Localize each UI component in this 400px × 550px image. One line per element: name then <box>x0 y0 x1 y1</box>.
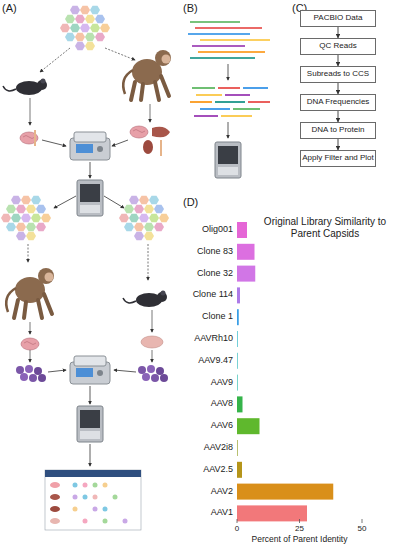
tick-label: 25 <box>290 524 310 533</box>
category-label: AAV2 <box>180 486 233 496</box>
category-label: AAVRh10 <box>180 333 233 343</box>
category-label: AAV2.5 <box>180 464 233 474</box>
process-box: PACBIO Data <box>300 10 376 27</box>
bar-rect <box>237 222 247 238</box>
category-label: Clone 1 <box>180 311 233 321</box>
bar-rect <box>237 418 260 434</box>
chart-title: Original Library Similarity to Parent Ca… <box>262 216 388 239</box>
flow-arrow <box>338 83 339 94</box>
flow-arrow <box>338 139 339 150</box>
panel-letter: (B) <box>183 2 207 15</box>
box-text: DNA to Protein <box>312 126 365 135</box>
category-label: AAV1 <box>180 507 233 517</box>
bar-rect <box>237 484 333 500</box>
panel-letter: (A) <box>2 2 26 15</box>
tick-label: 0 <box>227 524 247 533</box>
category-label: AAV9.47 <box>180 355 233 365</box>
axis-title: Percent of Parent Identity <box>227 535 372 545</box>
bar-rect <box>237 244 255 260</box>
axis-tick <box>237 519 238 523</box>
box-text: DNA Frequencies <box>307 98 370 107</box>
process-box: DNA to Protein <box>300 122 376 139</box>
box-text: Subreads to CCS <box>307 70 369 79</box>
category-label: Clone 83 <box>180 246 233 256</box>
bar-rect <box>237 396 243 412</box>
bar-rect <box>237 331 239 347</box>
category-label: Olig001 <box>180 224 233 234</box>
category-label: AAV6 <box>180 420 233 430</box>
panel-letter: (D) <box>183 196 207 209</box>
bar-rect <box>237 309 239 325</box>
flow-arrow <box>338 55 339 66</box>
flow-arrow <box>338 27 339 38</box>
bar-rect <box>237 440 239 456</box>
box-text: Apply Filter and Plot <box>302 154 374 163</box>
axis-tick <box>299 519 300 523</box>
flow-arrow <box>338 111 339 122</box>
category-label: Clone 114 <box>180 289 233 299</box>
category-label: AAV2i8 <box>180 442 233 452</box>
category-label: AAV8 <box>180 398 233 408</box>
tick-label: 50 <box>352 524 372 533</box>
box-text: PACBIO Data <box>314 14 363 23</box>
bar-rect <box>237 505 307 521</box>
bar-rect <box>237 266 255 282</box>
bar-rect <box>237 375 239 391</box>
bar-rect <box>237 287 240 303</box>
axis-tick <box>362 519 363 523</box>
bar-rect <box>237 462 242 478</box>
process-box: DNA Frequencies <box>300 94 376 111</box>
process-box: Apply Filter and Plot <box>300 150 376 167</box>
category-label: Clone 32 <box>180 268 233 278</box>
process-box: QC Reads <box>300 38 376 55</box>
box-text: QC Reads <box>319 42 356 51</box>
category-label: AAV9 <box>180 377 233 387</box>
process-box: Subreads to CCS <box>300 66 376 83</box>
bar-rect <box>237 353 239 369</box>
